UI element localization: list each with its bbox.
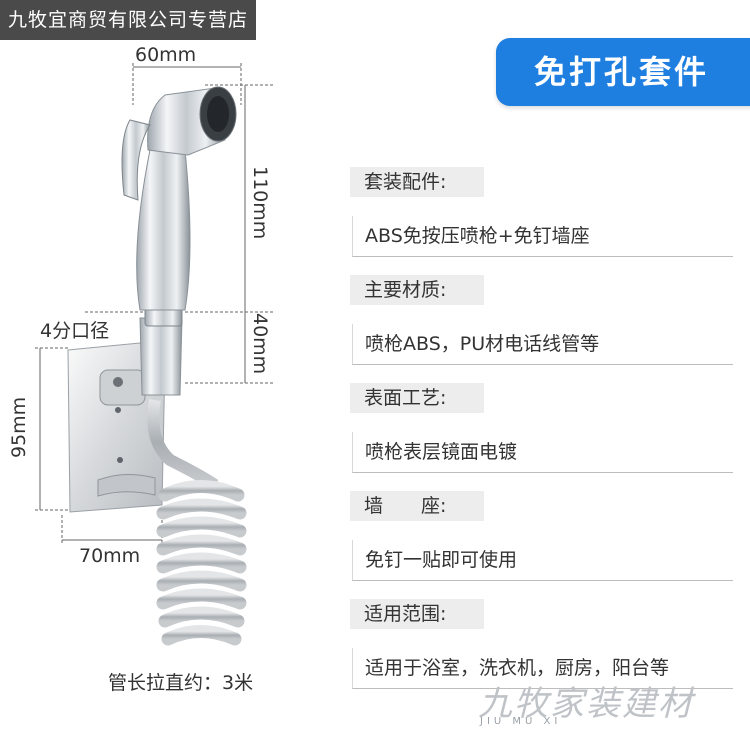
spec-label-material: 主要材质: <box>350 275 484 305</box>
spec-label-wall-mount: 墙 座: <box>350 491 484 521</box>
brand-watermark-text: 九牧家装建材 <box>478 684 694 724</box>
spec-label-accessories: 套装配件: <box>350 167 484 197</box>
brand-watermark: 九牧家装建材 JIU MU XI <box>478 676 750 732</box>
spec-value-wall-mount: 免钉一贴即可使用 <box>352 540 733 581</box>
height-gun-label: 110mm <box>249 166 271 240</box>
product-illustration <box>35 63 275 646</box>
spec-value-accessories: ABS免按压喷枪+免钉墙座 <box>352 216 733 257</box>
coiled-hose <box>156 480 247 646</box>
brand-watermark-pinyin: JIU MU XI <box>480 716 562 727</box>
spray-gun <box>121 86 237 396</box>
spec-label-finish: 表面工艺: <box>350 383 484 413</box>
dimension-lines <box>35 63 275 545</box>
spec-value-material: 喷枪ABS，PU材电话线管等 <box>352 324 733 365</box>
port-size-label: 4分口径 <box>40 320 110 342</box>
width-base-label: 70mm <box>79 545 141 567</box>
height-neck-label: 40mm <box>249 313 271 375</box>
spec-value-usage: 适用于浴室，洗衣机，厨房，阳台等 <box>352 648 733 689</box>
shop-banner: 九牧宜商贸有限公司专营店 <box>0 0 257 40</box>
spec-label-usage: 适用范围: <box>350 599 484 629</box>
height-base-label: 95mm <box>8 396 30 458</box>
hose-tail <box>147 398 219 491</box>
width-head-label: 60mm <box>135 44 197 66</box>
product-title-pill: 免打孔套件 <box>496 38 750 106</box>
hose-length-label: 管长拉直约：3米 <box>108 672 254 694</box>
spec-value-finish: 喷枪表层镜面电镀 <box>352 432 733 473</box>
